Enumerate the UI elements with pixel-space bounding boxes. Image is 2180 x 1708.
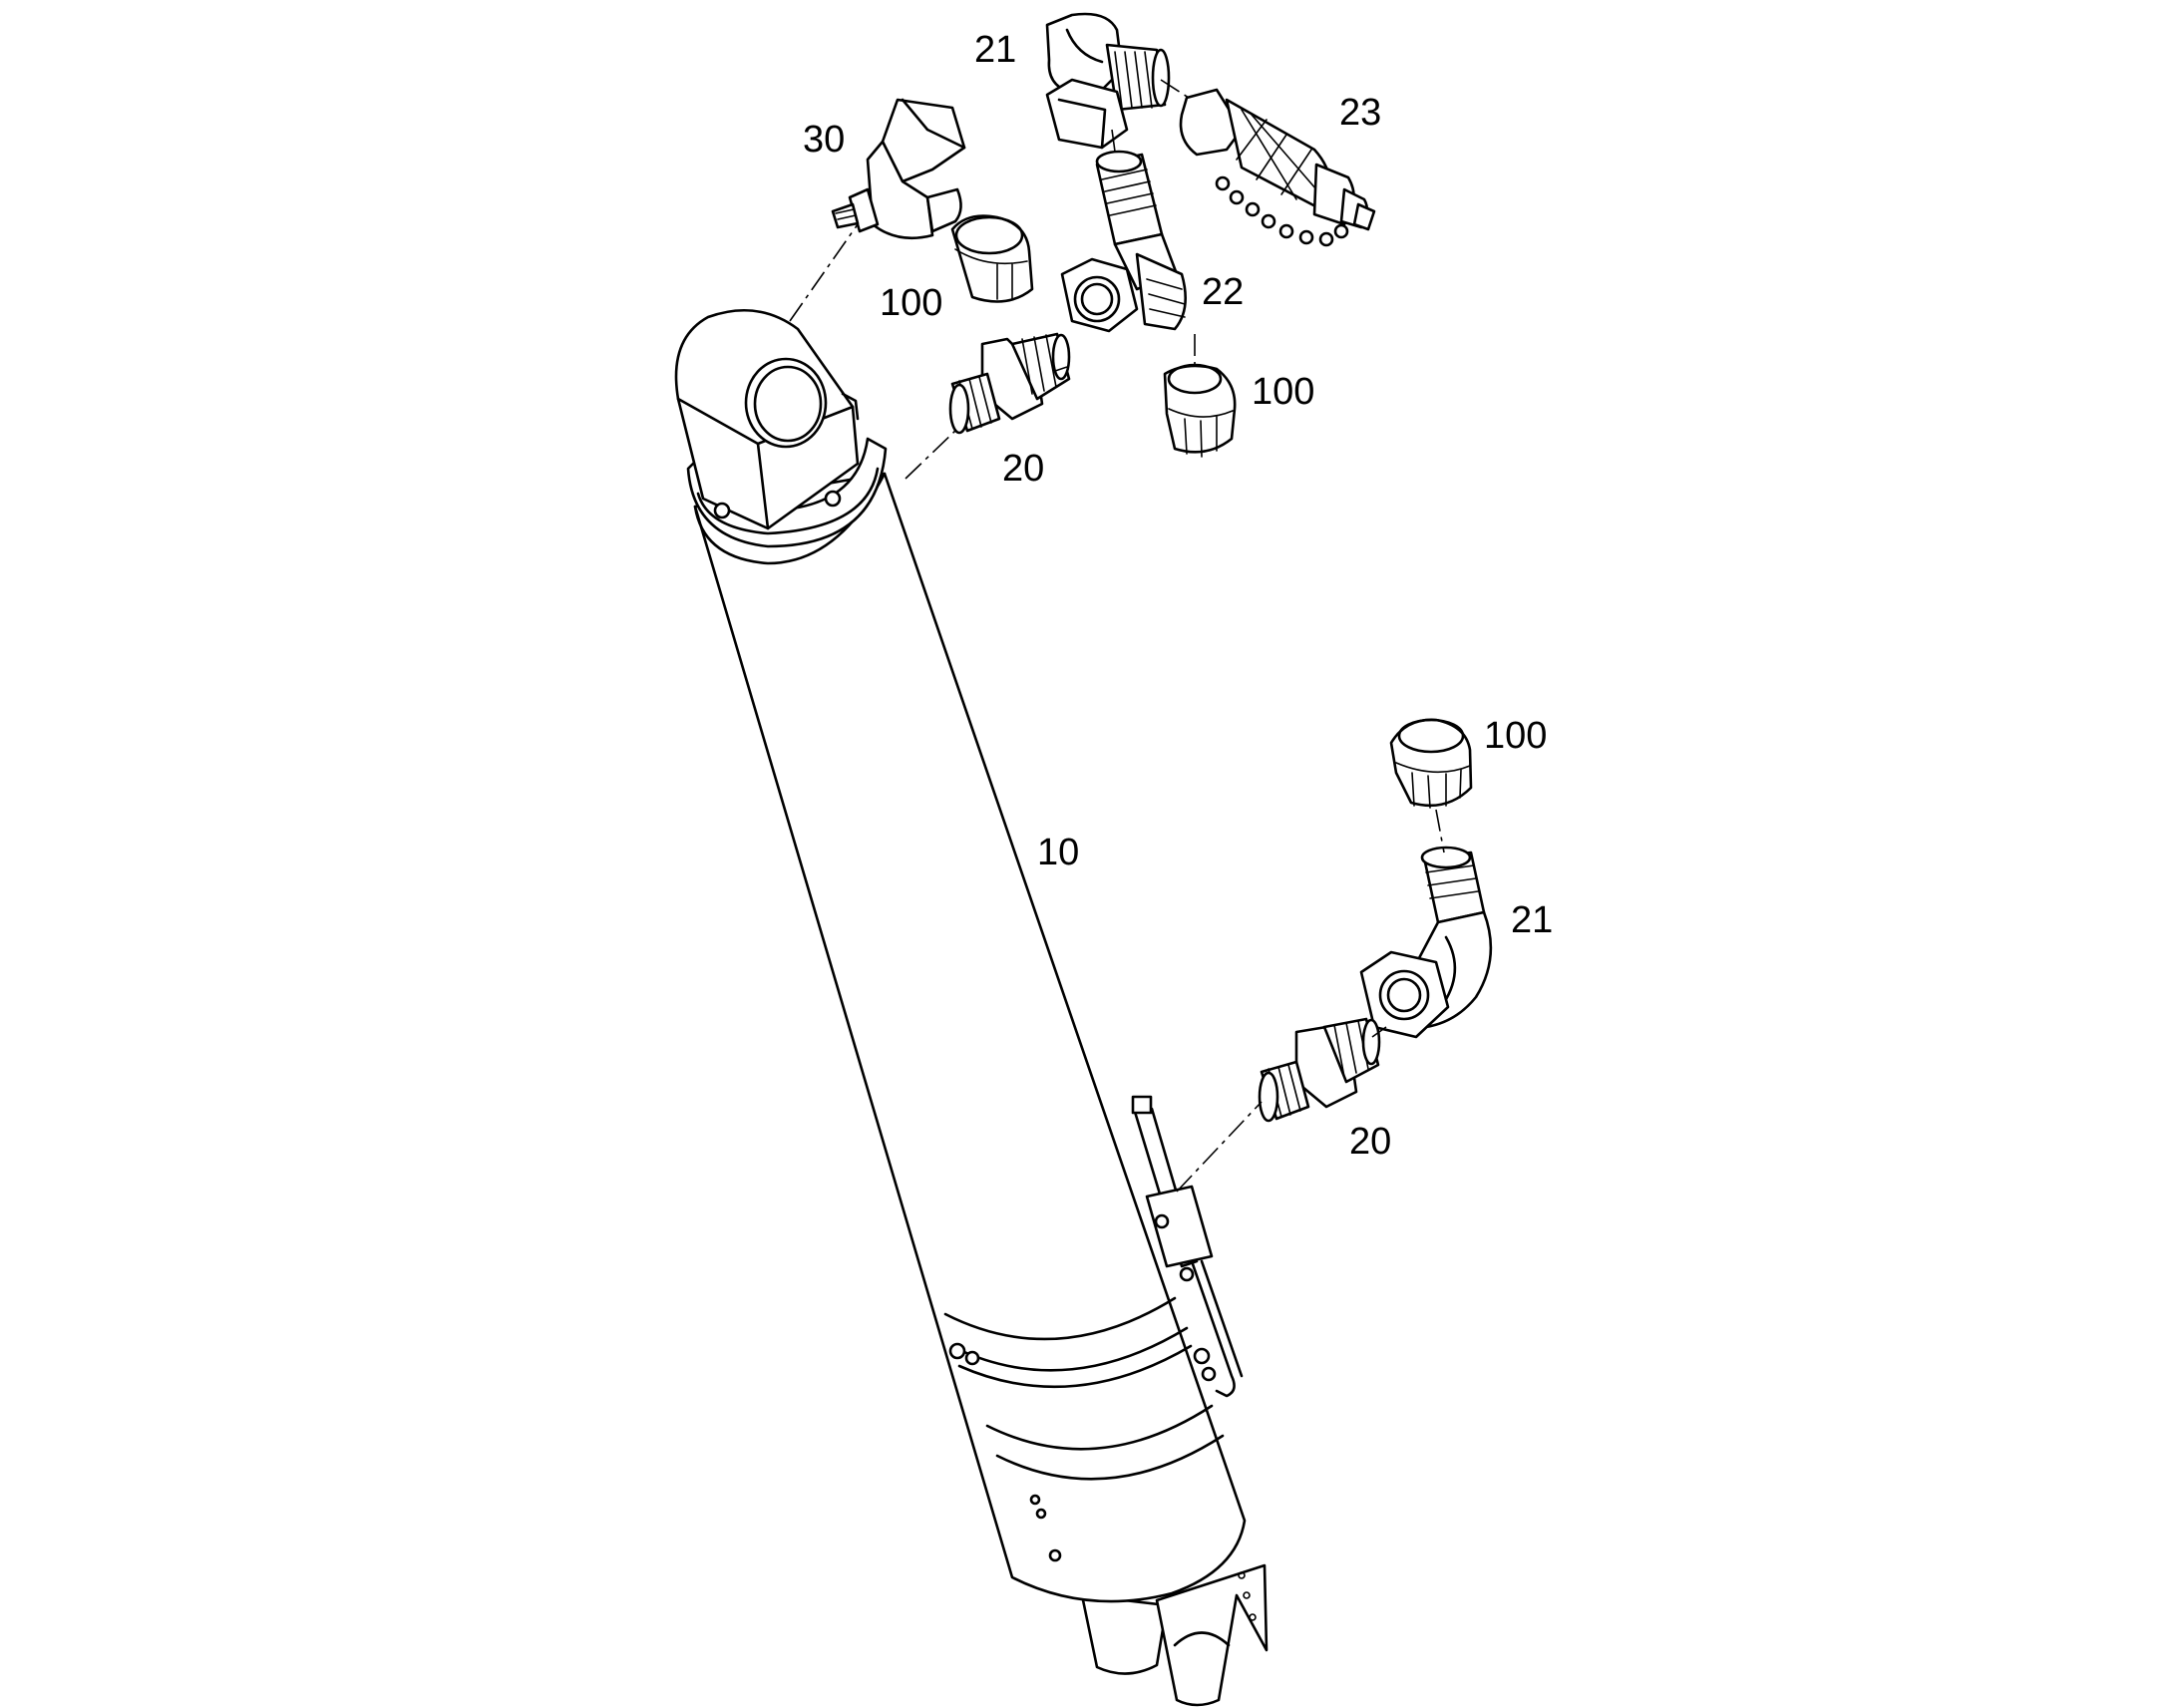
- label-elbow-top: 21: [974, 29, 1016, 71]
- label-quick-coupler: 23: [1339, 92, 1381, 134]
- label-cap-valve: 100: [880, 282, 942, 324]
- elbow-fitting-top: [1045, 12, 1171, 150]
- label-adapter-bottom: 20: [1349, 1121, 1391, 1163]
- cylinder-barrel: [693, 472, 1247, 1603]
- label-elbow-bottom: 21: [1511, 899, 1553, 941]
- label-cap-tee: 100: [1252, 371, 1314, 413]
- cap-bottom: [1389, 718, 1473, 809]
- adapter-fitting-top: [948, 332, 1071, 435]
- assembly-centerlines: [789, 79, 1445, 1193]
- quick-coupler: [1179, 88, 1376, 247]
- adapter-fitting-bottom: [1258, 1017, 1381, 1123]
- callout-labels: 10 20 20 21 21 22 23 30 100 100 100: [803, 29, 1553, 1163]
- elbow-fitting-bottom: [1359, 846, 1493, 1039]
- cap-tee: [1163, 363, 1237, 458]
- label-cylinder: 10: [1037, 832, 1079, 873]
- label-check-valve: 30: [803, 119, 845, 161]
- hydraulic-cylinder: [674, 308, 1269, 1707]
- cap-valve: [950, 214, 1034, 303]
- label-cap-bottom: 100: [1484, 715, 1547, 757]
- position-sensor: [1131, 1095, 1244, 1398]
- tee-fitting: [1060, 150, 1188, 333]
- rod-end-fork: [1080, 1563, 1269, 1707]
- cylinder-head-flange: [674, 308, 888, 548]
- label-adapter-top: 20: [1002, 448, 1044, 490]
- check-valve: [831, 98, 966, 240]
- label-tee: 22: [1202, 271, 1244, 313]
